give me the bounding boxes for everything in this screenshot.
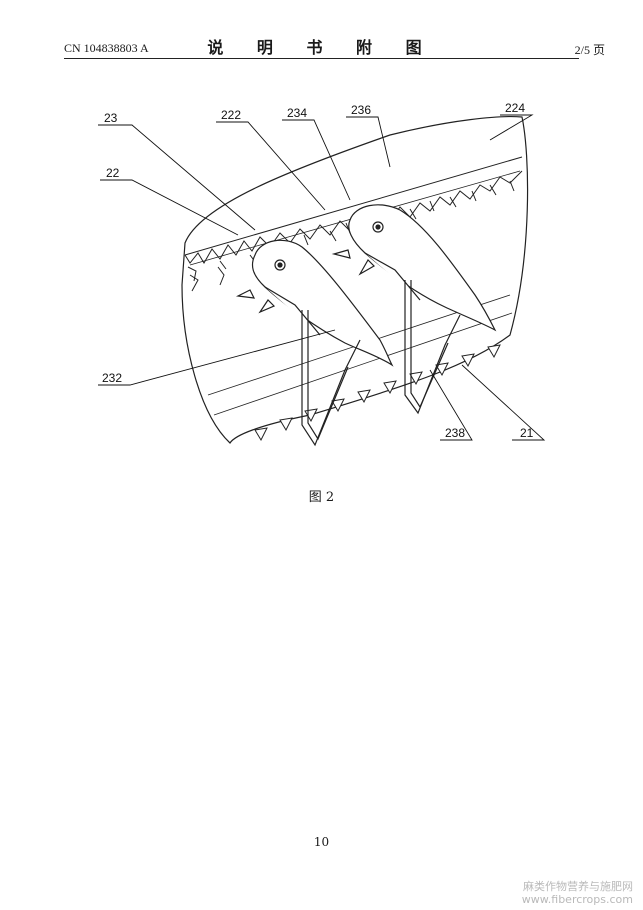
label-21: 21 <box>520 426 534 440</box>
page-number: 10 <box>313 835 330 849</box>
page-title: 说 明 书 附 图 <box>207 38 436 57</box>
right-divider <box>331 204 497 332</box>
leader-lines <box>98 114 546 441</box>
watermark-line-2: www.fibercrops.com <box>521 893 633 906</box>
label-224: 224 <box>505 101 525 115</box>
label-236: 236 <box>351 103 371 117</box>
figure-caption: 图 2 <box>308 490 335 505</box>
machine-shell <box>181 115 529 444</box>
label-23: 23 <box>104 111 118 125</box>
label-232: 232 <box>102 371 122 385</box>
patent-drawing: 23 222 234 236 224 22 232 238 21 <box>98 101 546 447</box>
document-header: CN 104838803 A 说 明 书 附 图 2/5 页 <box>0 0 643 60</box>
page-count: 2/5 页 <box>574 43 605 57</box>
watermark-line-1: 麻类作物营养与施肥网 <box>523 880 633 893</box>
left-divider <box>235 239 394 367</box>
label-238: 238 <box>445 426 465 440</box>
header-rule <box>64 58 579 59</box>
label-222: 222 <box>221 108 241 122</box>
label-234: 234 <box>287 106 307 120</box>
reference-labels: 23 222 234 236 224 22 232 238 21 <box>102 101 534 440</box>
support-frames <box>301 280 461 447</box>
publication-number: CN 104838803 A <box>64 41 149 55</box>
label-22: 22 <box>106 166 120 180</box>
watermark: 麻类作物营养与施肥网 www.fibercrops.com <box>522 880 633 906</box>
